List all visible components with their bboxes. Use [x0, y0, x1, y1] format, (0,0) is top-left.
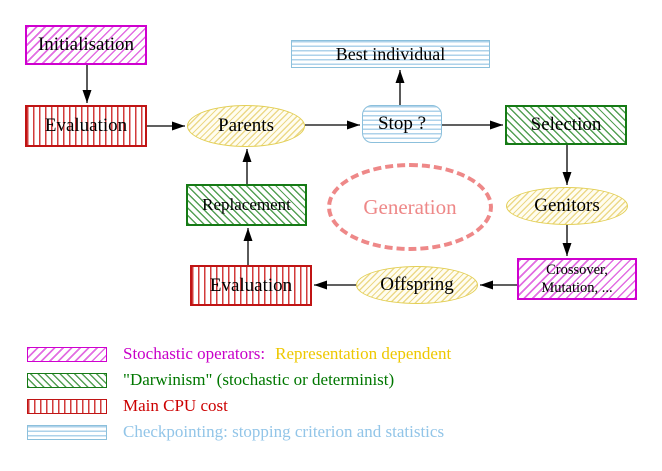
node-selection: Selection	[505, 105, 627, 145]
node-generation: Generation	[327, 163, 493, 251]
node-stop: Stop ?	[362, 105, 442, 143]
node-offspring-label: Offspring	[380, 274, 454, 295]
node-best-individual: Best individual	[291, 40, 490, 68]
node-selection-label: Selection	[530, 114, 602, 135]
node-crossover-mutation: Crossover, Mutation, ...	[517, 258, 637, 300]
node-stop-label: Stop ?	[377, 113, 427, 134]
legend-label-representation: Representation dependent	[275, 344, 452, 363]
node-initialisation-label: Initialisation	[37, 34, 135, 55]
legend-row-darwinism: "Darwinism" (stochastic or determinist)	[27, 370, 395, 389]
node-parents: Parents	[187, 105, 305, 147]
node-evaluation-bottom-label: Evaluation	[209, 274, 293, 296]
legend-label-stochastic: Stochastic operators:	[123, 344, 266, 363]
legend-row-cpu: Main CPU cost	[27, 396, 228, 415]
node-evaluation-top: Evaluation	[25, 105, 147, 147]
node-replacement-label: Replacement	[202, 195, 291, 214]
legend-row-checkpointing: Checkpointing: stopping criterion and st…	[27, 422, 445, 441]
node-genitors: Genitors	[506, 187, 628, 225]
node-genitors-label: Genitors	[534, 195, 600, 216]
node-best-individual-label: Best individual	[335, 43, 446, 64]
legend-label-darwinism: "Darwinism" (stochastic or determinist)	[123, 370, 395, 389]
node-evaluation-bottom: Evaluation	[190, 265, 312, 306]
legend-swatch-cpu	[27, 398, 107, 414]
node-replacement: Replacement	[186, 184, 307, 226]
legend-row-stochastic: Stochastic operators: Representation dep…	[27, 344, 452, 363]
node-crossover-line1: Crossover,	[546, 261, 608, 278]
legend-swatch-checkpointing	[27, 424, 107, 440]
node-evaluation-top-label: Evaluation	[44, 115, 128, 136]
node-crossover-line2: Mutation, ...	[541, 280, 613, 296]
node-initialisation: Initialisation	[25, 25, 147, 65]
node-offspring: Offspring	[356, 266, 478, 304]
legend-swatch-darwinism	[27, 372, 107, 388]
node-generation-label: Generation	[363, 194, 457, 219]
legend-label-cpu: Main CPU cost	[123, 396, 228, 415]
legend-label-checkpointing: Checkpointing: stopping criterion and st…	[123, 422, 445, 441]
legend-swatch-stochastic	[27, 346, 107, 362]
node-parents-label: Parents	[218, 115, 274, 136]
